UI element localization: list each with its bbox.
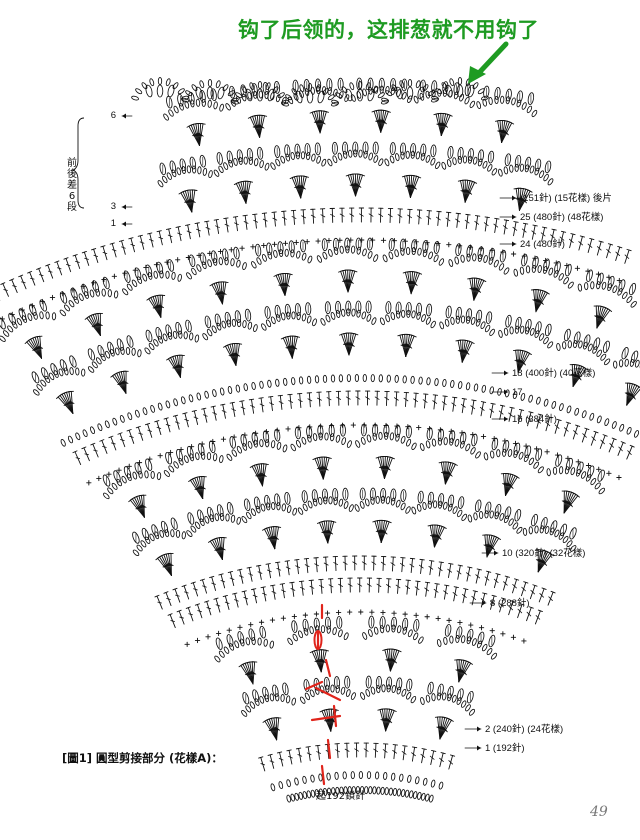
row-label-1: 1 (192針)	[485, 743, 525, 754]
row-label-2: 2 (240針) (24花樣)	[485, 724, 564, 735]
row-label-back-151: (151針) (15花樣) 後片	[520, 193, 612, 204]
row-label-10: 10 (320針) (32花樣)	[502, 548, 586, 559]
row-label-left-6: 6	[110, 110, 116, 121]
green-arrow-icon	[468, 41, 509, 84]
page-number: 49	[590, 804, 608, 820]
row-guides	[71, 113, 517, 751]
row-label-left-3: 3	[110, 201, 116, 212]
stitch-chart	[0, 76, 640, 803]
handwritten-annotation: 钩了后领的，这排葱就不用钩了	[238, 18, 539, 42]
figure-caption: [圖1] 圓型剪接部分 (花樣A)：	[62, 751, 223, 765]
row-label-18: 18 (400針) (40花樣)	[512, 368, 596, 379]
row-label-left-1: 1	[110, 218, 116, 229]
row-label-25: 25 (480針) (48花樣)	[520, 212, 604, 223]
row-label-16: 16 (384針)	[512, 414, 557, 425]
row-label-17: 17	[512, 387, 523, 398]
row-label-24: 24 (480針)	[520, 239, 565, 250]
foundation-chain-note: 起192鎖針	[316, 791, 366, 802]
row-label-8: 8 (288針)	[490, 598, 530, 609]
front-back-difference-label: 前後差6段	[67, 158, 77, 213]
red-highlight-marks	[304, 603, 342, 786]
